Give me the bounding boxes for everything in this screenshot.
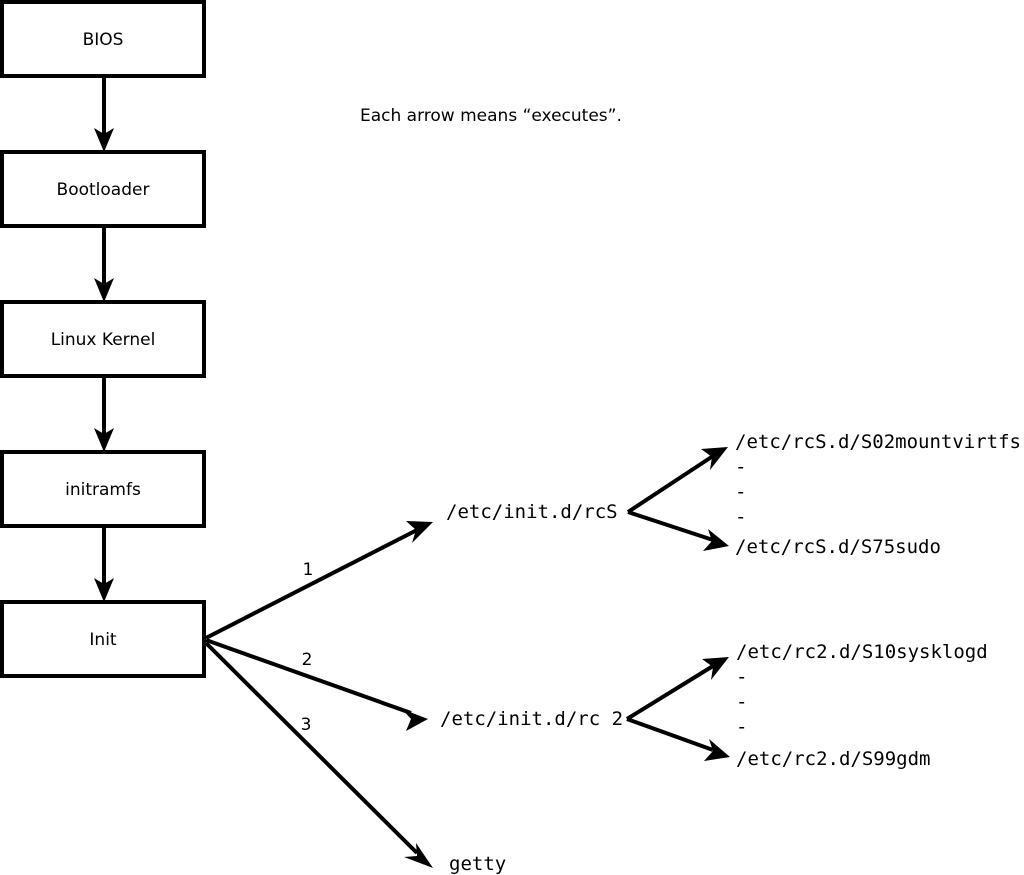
node-init[interactable]: Init bbox=[0, 600, 206, 678]
rc2-script-node-label: /etc/init.d/rc 2 bbox=[440, 708, 623, 730]
rc2-first-script: /etc/rc2.d/S10sysklogd bbox=[736, 641, 988, 663]
edge-label-3: 3 bbox=[301, 715, 312, 735]
rcs-ellipsis-3: - bbox=[735, 506, 746, 528]
init-box[interactable] bbox=[0, 600, 206, 678]
arrow-init-to-getty bbox=[204, 641, 433, 868]
arrow-rcs-to-first bbox=[626, 447, 728, 514]
initramfs-box[interactable] bbox=[0, 450, 206, 528]
arrow-initramfs-to-init bbox=[94, 526, 114, 602]
arrow-kernel-to-initramfs bbox=[94, 376, 114, 452]
node-initramfs[interactable]: initramfs bbox=[0, 450, 206, 528]
edge-label-2: 2 bbox=[302, 650, 313, 670]
rc2-ellipsis-2: - bbox=[736, 691, 747, 713]
linux-kernel-label: Linux Kernel bbox=[51, 330, 156, 350]
edge-label-1: 1 bbox=[303, 560, 314, 580]
rc2-ellipsis-1: - bbox=[736, 666, 747, 688]
rc2-ellipsis-3: - bbox=[736, 716, 747, 738]
rcs-script-node-label: /etc/init.d/rcS bbox=[446, 501, 618, 523]
arrow-init-to-rcs bbox=[205, 521, 433, 640]
bios-box[interactable] bbox=[0, 0, 206, 78]
initramfs-label: initramfs bbox=[65, 480, 141, 500]
arrow-rc2-to-first bbox=[625, 657, 729, 721]
arrow-init-to-rc2 bbox=[205, 638, 428, 731]
getty-node-label: getty bbox=[449, 853, 506, 875]
rc2-last-script: /etc/rc2.d/S99gdm bbox=[736, 748, 930, 770]
node-linux-kernel[interactable]: Linux Kernel bbox=[0, 300, 206, 378]
init-label: Init bbox=[89, 630, 117, 650]
bootloader-label: Bootloader bbox=[57, 180, 150, 200]
diagram-caption: Each arrow means “executes”. bbox=[360, 106, 622, 126]
arrow-bootloader-to-kernel bbox=[94, 226, 114, 302]
bios-label: BIOS bbox=[83, 30, 124, 50]
rcs-last-script: /etc/rcS.d/S75sudo bbox=[735, 536, 941, 558]
rcs-first-script: /etc/rcS.d/S02mountvirtfs bbox=[735, 431, 1021, 453]
node-bios[interactable]: BIOS bbox=[0, 0, 206, 78]
arrow-rc2-to-last bbox=[626, 717, 730, 761]
rcs-ellipsis-1: - bbox=[735, 456, 746, 478]
arrow-rcs-to-last bbox=[627, 510, 729, 551]
arrow-bios-to-bootloader bbox=[94, 76, 114, 152]
rcs-ellipsis-2: - bbox=[735, 481, 746, 503]
node-bootloader[interactable]: Bootloader bbox=[0, 150, 206, 228]
